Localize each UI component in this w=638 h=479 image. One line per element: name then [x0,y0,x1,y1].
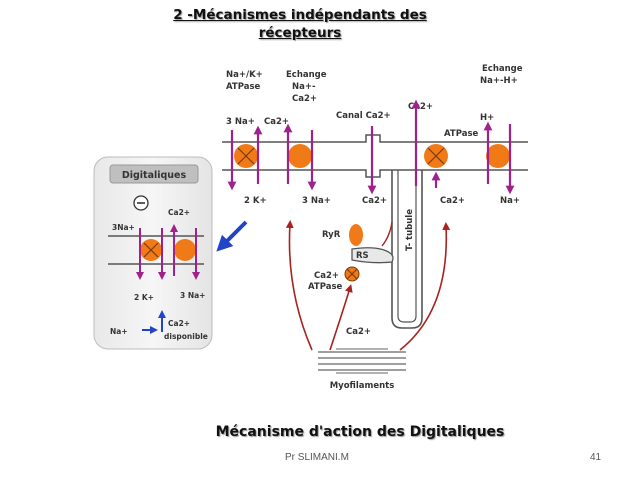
label-3na-top: 3 Na+ [226,117,255,127]
digitalis-inset: Digitaliques 3Na+ Ca2+ 2 K+ 3 Na+ Na+ Ca… [93,156,213,350]
t-tubule-label: T- tubule [405,209,415,251]
exchange-right-label-1: Echange [482,64,523,74]
rs-label: RS [356,251,369,261]
na-h-exchanger [486,144,510,168]
ca-release-label: Ca2+ [346,327,371,337]
na-k-atpase-label-1: Na+/K+ [226,70,263,80]
label-na-bottom-right: Na+ [500,196,520,206]
h-plus-label: H+ [480,113,494,123]
ca-top-right-label: Ca2+ [408,102,433,112]
inset-label-na: Na+ [110,327,128,336]
inset-label-disponible: disponible [164,332,208,341]
label-2k-bottom: 2 K+ [244,196,267,206]
inset-title: Digitaliques [122,170,187,181]
author-footer: Pr SLIMANI.M [285,452,349,463]
slide-title-line2: récepteurs [258,25,342,41]
inset-label-3na-bottom: 3 Na+ [180,291,205,300]
t-tubule [391,170,423,329]
page-number: 41 [590,452,602,463]
main-membrane [222,134,528,178]
atpase-right-label: ATPase [444,129,479,139]
myofilaments [318,348,406,374]
label-ca-bottom-right: Ca2+ [440,196,465,206]
exchange-ca-label: Ca2+ [292,94,317,104]
inset-label-2k: 2 K+ [134,293,154,302]
inset-exchanger [174,239,196,261]
slide-title-line1: 2 -Mécanismes indépendants des [173,7,427,23]
inset-label-ca-available: Ca2+ [168,319,190,328]
na-ca-exchanger [288,144,312,168]
slide-title: 2 -Mécanismes indépendants des récepteur… [150,6,450,42]
inset-label-3na: 3Na+ [112,223,135,232]
ryr-label: RyR [322,230,341,240]
ca-channel-label: Canal Ca2+ [336,111,391,121]
ca-atpase-label-2: ATPase [308,282,343,292]
label-3na-bottom: 3 Na+ [302,196,331,206]
exchange-label: Echange [286,70,327,80]
exchange-na-label: Na+- [292,82,316,92]
ca-atpase-label-1: Ca2+ [314,271,339,281]
figure-caption: Mécanisme d'action des Digitaliques [215,424,505,440]
na-k-atpase-label-2: ATPase [226,82,261,92]
sarcoplasmic-reticulum [351,247,394,264]
blue-pointer-arrow [216,220,248,252]
ryr-receptor [349,224,363,246]
label-ca-bottom: Ca2+ [362,196,387,206]
label-ca-above: Ca2+ [264,117,289,127]
inset-label-ca-top: Ca2+ [168,208,190,217]
exchange-right-label-2: Na+-H+ [480,76,518,86]
myofilaments-label: Myofilaments [330,381,395,391]
